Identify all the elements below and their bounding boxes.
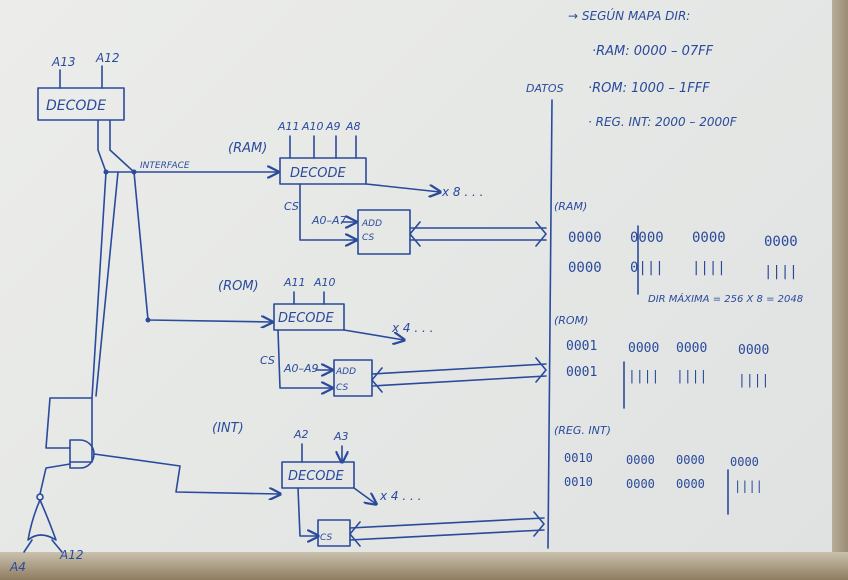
address-map-reg: · REG. INT: 2000 – 2000F bbox=[588, 115, 738, 129]
rom-addr-label: A0–A9 bbox=[283, 362, 319, 375]
int-input-a2: A2 bbox=[293, 428, 309, 441]
bits-rom-r2-c2: |||| bbox=[628, 369, 659, 384]
bits-reg-r1-c3: 0000 bbox=[676, 453, 705, 467]
rom-decoder-label: DECODE bbox=[278, 311, 335, 326]
ram-mult: x 8 . . . bbox=[441, 185, 483, 199]
top-decoder-output-lines bbox=[97, 119, 135, 173]
ram-chip-box bbox=[357, 209, 411, 255]
bit-patterns: (RAM) 0000 0000 0000 0000 0000 0||| ||||… bbox=[554, 200, 803, 515]
rom-mult: x 4 . . . bbox=[391, 321, 433, 335]
datos-bus-line bbox=[547, 99, 553, 549]
top-decoder-label: DECODE bbox=[46, 98, 106, 114]
datos-label: DATOS bbox=[526, 82, 564, 95]
gate-input-a12: A12 bbox=[59, 548, 83, 562]
gate-input-a4: A4 bbox=[9, 560, 26, 574]
rom-cs-line bbox=[277, 329, 332, 388]
int-cs-line bbox=[297, 487, 318, 536]
bits-ram-tag: (RAM) bbox=[554, 200, 587, 213]
bits-reg-r1-c1: 0010 bbox=[564, 451, 593, 465]
whiteboard-frame-right bbox=[832, 0, 848, 566]
bits-rom-r2-c1: 0001 bbox=[566, 365, 597, 380]
ram-cs-line bbox=[299, 183, 356, 240]
ram-decoder-output bbox=[365, 183, 440, 192]
bits-rom-tag: (ROM) bbox=[554, 314, 588, 327]
bits-reg-r2-c3: 0000 bbox=[676, 477, 705, 491]
ram-input-a8: A8 bbox=[345, 120, 361, 133]
top-decoder-input-lines bbox=[59, 65, 103, 89]
int-mult: x 4 . . . bbox=[379, 489, 421, 503]
bits-ram-r2-c2: 0||| bbox=[630, 260, 664, 276]
bits-ram-r1-c3: 0000 bbox=[692, 230, 726, 246]
bits-rom-r1-c4: 0000 bbox=[738, 343, 769, 358]
rom-block: (ROM) A11 A10 DECODE x 4 . . . CS A0–A9 … bbox=[218, 276, 547, 397]
rom-input-a11: A11 bbox=[283, 276, 306, 289]
int-decoder-label: DECODE bbox=[288, 469, 345, 484]
ram-input-a11: A11 bbox=[277, 120, 300, 133]
ram-tag: (RAM) bbox=[228, 141, 267, 156]
address-map-heading: → SEGÚN MAPA DIR: bbox=[568, 8, 690, 23]
ram-input-a10: A10 bbox=[301, 120, 324, 133]
bits-ram-r1-c2: 0000 bbox=[630, 230, 664, 246]
bits-ram-note: DIR MÁXIMA = 256 X 8 = 2048 bbox=[648, 292, 803, 305]
and-gate bbox=[69, 439, 280, 494]
int-decoder-box bbox=[281, 461, 355, 489]
rom-data-bus bbox=[371, 357, 547, 393]
bits-ram-r2-c4: |||| bbox=[764, 264, 798, 280]
int-tag: (INT) bbox=[212, 421, 244, 436]
ram-block: (RAM) A11 A10 A9 A8 DECODE x 8 . . . CS … bbox=[228, 120, 547, 255]
int-input-a3: A3 bbox=[333, 430, 349, 443]
ram-addr-label: A0–A7 bbox=[311, 214, 347, 227]
address-map-rom: ·ROM: 1000 – 1FFF bbox=[588, 81, 710, 96]
ram-data-bus bbox=[409, 221, 547, 247]
int-input-lines bbox=[301, 443, 342, 462]
top-decoder-input-a13: A13 bbox=[51, 55, 75, 69]
whiteboard bbox=[0, 0, 848, 566]
bits-reg-r1-c4: 0000 bbox=[730, 455, 759, 469]
bits-ram-r1-c4: 0000 bbox=[764, 234, 798, 250]
interface-label: INTERFACE bbox=[140, 161, 190, 171]
rom-chip-box bbox=[333, 359, 373, 397]
int-chip-cs: CS bbox=[320, 533, 332, 543]
bits-rom-r1-c2: 0000 bbox=[628, 341, 659, 356]
rom-cs-label: CS bbox=[260, 354, 275, 367]
address-map: → SEGÚN MAPA DIR: ·RAM: 0000 – 07FF ·ROM… bbox=[568, 8, 738, 129]
rom-decoder-box bbox=[273, 303, 345, 331]
int-data-bus bbox=[349, 511, 545, 547]
or-gate bbox=[23, 463, 71, 553]
ram-decoder-box bbox=[279, 157, 367, 185]
bits-rom-r2-c4: |||| bbox=[738, 373, 769, 388]
bits-reg-r1-c2: 0000 bbox=[626, 453, 655, 467]
bits-ram-r2-c3: |||| bbox=[692, 260, 726, 276]
ram-cs-label: CS bbox=[284, 200, 299, 213]
rom-chip-cs: CS bbox=[336, 383, 348, 393]
bits-reg-r2-c2: 0000 bbox=[626, 477, 655, 491]
bits-reg-r2-c4: |||| bbox=[734, 479, 763, 493]
int-decoder-output bbox=[353, 487, 376, 504]
rom-input-lines bbox=[293, 291, 325, 305]
ram-decoder-label: DECODE bbox=[290, 166, 347, 181]
interface-wires bbox=[45, 170, 278, 463]
bits-ram-r1-c1: 0000 bbox=[568, 230, 602, 246]
ram-input-a9: A9 bbox=[325, 120, 341, 133]
top-decoder-box bbox=[37, 87, 125, 121]
bits-reg-r2-c1: 0010 bbox=[564, 475, 593, 489]
rom-tag: (ROM) bbox=[218, 279, 259, 294]
top-decoder: A13 A12 DECODE bbox=[37, 51, 135, 173]
ram-chip-add: ADD bbox=[361, 219, 382, 229]
whiteboard-frame-bottom bbox=[0, 552, 848, 580]
bits-rom-r1-c1: 0001 bbox=[566, 339, 597, 354]
rom-input-a10: A10 bbox=[313, 276, 336, 289]
int-block: (INT) A2 A3 DECODE x 4 . . . CS bbox=[212, 421, 545, 547]
ram-input-lines bbox=[289, 135, 357, 159]
bits-reg-tag: (REG. INT) bbox=[554, 424, 611, 437]
rom-chip-add: ADD bbox=[335, 367, 356, 377]
ram-chip-cs: CS bbox=[362, 233, 374, 243]
bits-rom-r2-c3: |||| bbox=[676, 369, 707, 384]
top-decoder-input-a12: A12 bbox=[95, 51, 119, 65]
rom-decoder-output bbox=[343, 329, 404, 340]
bits-rom-r1-c3: 0000 bbox=[676, 341, 707, 356]
address-map-ram: ·RAM: 0000 – 07FF bbox=[592, 44, 714, 59]
bits-ram-r2-c1: 0000 bbox=[568, 260, 602, 276]
